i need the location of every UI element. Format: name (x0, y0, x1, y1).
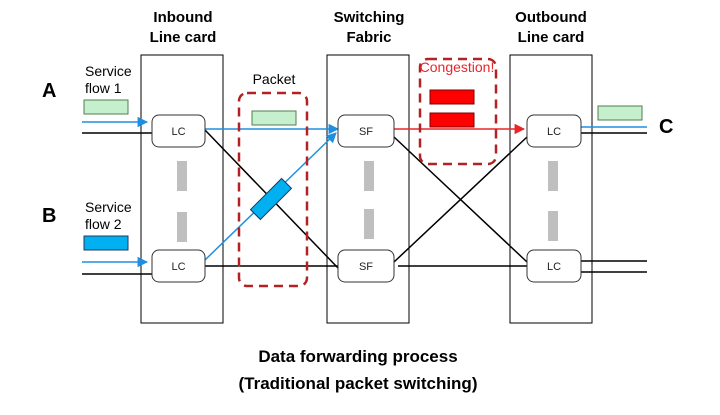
congested-packet-1 (429, 89, 475, 105)
link-sf2-lc3 (393, 136, 528, 263)
lc-node-outbound-top: LC (526, 114, 582, 148)
lc-node-inbound-top: LC (151, 114, 206, 148)
service-flow1-packet (83, 99, 129, 115)
service-flow1-label-line2: flow 1 (85, 80, 122, 96)
service-flow1-label-line1: Service (85, 63, 132, 79)
output-c-packet (597, 105, 643, 121)
packet-in-transit-green (251, 110, 297, 126)
lc-node-label: LC (171, 126, 185, 138)
packet-label: Packet (253, 71, 296, 87)
sf-node-label: SF (359, 126, 373, 138)
service-flow2-label-line2: flow 2 (85, 216, 122, 232)
switching-header-line2: Fabric (346, 29, 391, 46)
inbound-gray-bar-top (177, 161, 187, 191)
port-a-label: A (42, 80, 56, 102)
sf-node-bottom: SF (337, 249, 395, 283)
caption-line1: Data forwarding process (258, 347, 457, 366)
lc-node-label: LC (547, 126, 561, 138)
sf-node-top: SF (337, 114, 395, 148)
packet-dashed-box (237, 91, 309, 288)
inbound-header-line1: Inbound (153, 9, 212, 26)
inbound-header-line2: Line card (150, 29, 217, 46)
inbound-gray-bar-bottom (177, 212, 187, 242)
port-b-label: B (42, 205, 56, 227)
outbound-header-line2: Line card (518, 29, 585, 46)
outbound-gray-bar-bottom (548, 211, 558, 241)
fabric-gray-bar-top (364, 161, 374, 191)
congested-packet-2 (429, 112, 475, 128)
service-flow2-packet (83, 235, 129, 251)
fabric-gray-bar-bottom (364, 209, 374, 239)
port-c-label: C (659, 116, 673, 138)
lc-node-label: LC (547, 261, 561, 273)
switching-header-line1: Switching (334, 9, 405, 26)
congestion-label: Congestion! (420, 59, 495, 75)
congestion-dashed-box (418, 57, 498, 166)
packet-in-transit-blue (249, 177, 293, 221)
caption-line2: (Traditional packet switching) (239, 374, 478, 393)
lc-node-inbound-bottom: LC (151, 249, 206, 283)
outbound-gray-bar-top (548, 161, 558, 191)
lc-node-outbound-bottom: LC (526, 249, 582, 283)
sf-node-label: SF (359, 261, 373, 273)
lc-node-label: LC (171, 261, 185, 273)
service-flow2-label-line1: Service (85, 199, 132, 215)
outbound-header-line1: Outbound (515, 9, 587, 26)
